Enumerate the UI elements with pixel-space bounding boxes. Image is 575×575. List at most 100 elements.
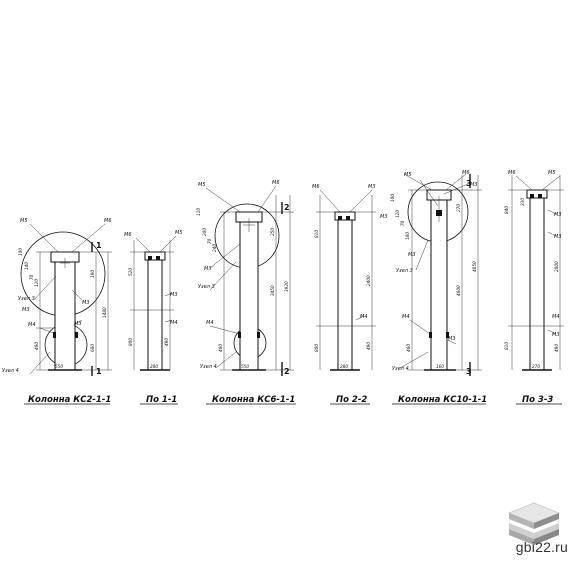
svg-text:М3: М3 (170, 292, 178, 298)
svg-text:800: 800 (128, 338, 133, 346)
svg-text:280: 280 (340, 364, 348, 369)
svg-text:М3: М3 (448, 336, 456, 342)
svg-text:М3: М3 (470, 182, 478, 188)
section-body (147, 251, 163, 371)
svg-text:110: 110 (196, 208, 201, 216)
svg-text:160: 160 (436, 364, 444, 369)
svg-text:2400: 2400 (366, 275, 371, 286)
column-ks2-1-1-view: 1 1 М5 М6 Узел 3 М3 М3 М3 М4 Узел 4 100 … (2, 218, 112, 405)
svg-text:120: 120 (34, 279, 39, 287)
label-m4: М4 (28, 322, 36, 328)
svg-text:Узел 4: Узел 4 (392, 366, 409, 372)
svg-text:М3: М3 (408, 252, 416, 258)
svg-text:550: 550 (55, 364, 63, 369)
caption-po-1-1: По 1-1 (146, 395, 177, 405)
svg-text:490: 490 (366, 342, 371, 350)
svg-text:3450: 3450 (270, 285, 275, 296)
caption-po-2-2: По 2-2 (336, 395, 367, 405)
section-mark-3-bottom: 3 (466, 367, 472, 376)
svg-text:460: 460 (218, 344, 223, 352)
label-m3-left: М3 (22, 307, 30, 313)
watermark-site-text: gbi22.ru (515, 539, 568, 555)
svg-text:М6: М6 (462, 170, 470, 176)
section-3-3-view: М6 М5 М3 М3 М4 М3 840 810 330 2800 490 2… (504, 170, 564, 405)
svg-text:280: 280 (150, 364, 158, 369)
svg-text:70: 70 (400, 220, 405, 226)
svg-text:М3: М3 (204, 266, 212, 272)
section-mark-2-top: 2 (284, 203, 290, 212)
label-m5: М5 (20, 218, 28, 224)
svg-text:Узел 4: Узел 4 (200, 364, 217, 370)
svg-text:550: 550 (241, 364, 249, 369)
column-body (239, 211, 259, 371)
svg-text:120: 120 (395, 210, 400, 218)
section-body (529, 189, 545, 371)
svg-text:180: 180 (405, 232, 410, 240)
caption-ks2-1-1: Колонна КС2-1-1 (28, 395, 111, 405)
svg-text:250: 250 (270, 228, 275, 236)
svg-text:М4: М4 (552, 314, 560, 320)
svg-text:810: 810 (504, 342, 509, 350)
svg-text:490: 490 (164, 338, 169, 346)
svg-text:М5: М5 (404, 172, 412, 178)
svg-text:200: 200 (202, 228, 207, 236)
svg-text:520: 520 (128, 268, 133, 276)
column-ks10-1-1-view: 3 3 М5 М6 М3 М3 Узел 3 М4 М3 Узел 4 100 … (390, 170, 487, 405)
label-m3-lower: М3 (74, 321, 82, 327)
svg-text:70: 70 (29, 274, 34, 280)
section-mark-1-bottom: 1 (96, 367, 102, 376)
svg-text:190: 190 (90, 270, 95, 278)
column-body (54, 251, 76, 371)
svg-text:240: 240 (212, 244, 217, 252)
svg-text:2800: 2800 (554, 261, 559, 272)
svg-text:М6: М6 (508, 170, 516, 176)
svg-text:М6: М6 (312, 184, 320, 190)
svg-text:М3: М3 (554, 212, 562, 218)
section-1-1-view: М6 М5 М3 М4 520 800 490 280 По 1-1 (124, 230, 183, 405)
label-uzel-3: Узел 3 (18, 296, 35, 302)
svg-text:4850: 4850 (472, 261, 477, 272)
svg-text:840: 840 (504, 206, 509, 214)
svg-text:М4: М4 (360, 314, 368, 320)
section-body (337, 211, 353, 371)
svg-text:М3: М3 (554, 234, 562, 240)
svg-text:270: 270 (532, 364, 540, 369)
svg-text:330: 330 (520, 198, 525, 206)
column-ks6-1-1-view: 2 2 М5 М6 М3 Узел 3 М4 Узел 4 110 200 70… (196, 180, 296, 405)
label-m6: М6 (104, 218, 112, 224)
svg-text:460: 460 (34, 342, 39, 350)
caption-po-3-3: По 3-3 (522, 395, 553, 405)
svg-text:М6: М6 (272, 180, 280, 186)
svg-text:680: 680 (90, 344, 95, 352)
gbi22-logo-icon (508, 502, 560, 545)
svg-text:3920: 3920 (284, 281, 289, 292)
svg-text:М5: М5 (198, 182, 206, 188)
svg-text:270: 270 (456, 204, 461, 212)
label-uzel-4: Узел 4 (2, 368, 19, 374)
svg-text:Узел 3: Узел 3 (198, 284, 215, 290)
svg-text:М3: М3 (552, 332, 560, 338)
caption-ks6-1-1: Колонна КС6-1-1 (212, 395, 295, 405)
svg-text:140: 140 (24, 262, 29, 270)
svg-text:М4: М4 (170, 320, 178, 326)
label-m3: М3 (82, 300, 90, 306)
svg-text:М3: М3 (368, 184, 376, 190)
svg-text:4600: 4600 (456, 285, 461, 296)
section-mark-2: 2 (284, 367, 290, 376)
svg-text:М5: М5 (548, 170, 556, 176)
svg-text:800: 800 (314, 344, 319, 352)
svg-text:Узел 3: Узел 3 (396, 268, 413, 274)
svg-text:М3: М3 (380, 214, 388, 220)
svg-text:810: 810 (314, 230, 319, 238)
svg-text:М6: М6 (124, 232, 132, 238)
svg-text:490: 490 (554, 344, 559, 352)
svg-text:М4: М4 (206, 320, 214, 326)
caption-ks10-1-1: Колонна КС10-1-1 (398, 395, 487, 405)
svg-text:М4: М4 (402, 314, 410, 320)
svg-text:М5: М5 (175, 230, 183, 236)
section-mark-3-top: 3 (466, 179, 472, 188)
svg-text:100: 100 (390, 194, 395, 202)
section-mark-1-top: 1 (96, 241, 102, 250)
svg-text:100: 100 (18, 248, 23, 256)
